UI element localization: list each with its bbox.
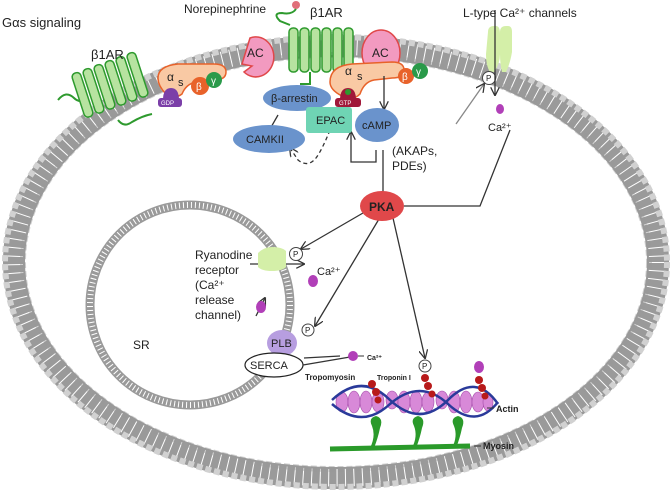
myosin-label: Myosin <box>483 441 514 451</box>
ca-ion-label-serca: Ca²⁺ <box>367 355 382 362</box>
camp-node <box>355 108 399 142</box>
ryr-label-line2: receptor <box>195 263 239 277</box>
beta-arrestin-label: β-arrestin <box>271 93 318 105</box>
ryr-label-line1: Ryanodine <box>195 248 253 262</box>
ca-ion-label-ryr: Ca²⁺ <box>317 266 341 278</box>
l-type-ca-channel <box>482 26 512 85</box>
g-protein-left <box>157 63 227 107</box>
camkii-label: CAMKII <box>246 134 284 146</box>
gbeta-right: β <box>402 72 408 83</box>
gbeta-left: β <box>196 82 202 93</box>
galpha-right-alpha: α <box>345 64 352 78</box>
beta1ar-left-label: β1AR <box>91 47 124 62</box>
ggamma-right: γ <box>416 67 421 78</box>
gtp-label: GTP <box>339 101 351 107</box>
g-protein-right <box>329 61 428 107</box>
troponin-phospho-label: P <box>422 362 427 371</box>
plb-phospho-label: P <box>305 326 310 335</box>
beta1ar-right-label: β1AR <box>310 5 343 20</box>
pka-label: PKA <box>369 200 395 214</box>
ac-right-label: AC <box>372 46 389 60</box>
sr-membrane <box>85 200 295 410</box>
galpha-left-alpha: α <box>167 70 174 84</box>
ac-left <box>241 36 275 78</box>
beta1ar-right-receptor <box>275 1 354 85</box>
norepinephrine-label: Norepinephrine <box>184 2 266 16</box>
ryr-label-line3: (Ca²⁺ <box>195 278 225 292</box>
camkii-node <box>233 125 305 153</box>
troponin-label: Troponin I <box>377 375 411 382</box>
galpha-left-s: s <box>178 77 184 89</box>
galpha-right-s: s <box>357 71 363 83</box>
calcium-ions <box>256 104 504 373</box>
ryr-label-line4: release <box>195 293 235 307</box>
epac-label: EPAC <box>316 115 345 127</box>
beta-arrestin-node <box>263 85 331 111</box>
plb-label: PLB <box>271 338 292 350</box>
pka-node <box>360 191 404 221</box>
beta1ar-left-receptor <box>57 51 153 126</box>
akaps-label-line2: PDEs) <box>392 159 427 173</box>
sarcomere <box>329 359 500 452</box>
akaps-label-line1: (AKAPs, <box>392 144 437 158</box>
camp-label: cAMP <box>362 120 391 132</box>
ac-left-label: AC <box>247 46 264 60</box>
ltype-channel-label: L-type Ca²⁺ channels <box>463 6 577 20</box>
ryr-phospho-label: P <box>293 250 298 259</box>
ltype-phospho-label: P <box>486 74 491 83</box>
tropomyosin-label: Tropomyosin <box>305 373 355 382</box>
ggamma-left: γ <box>211 76 216 87</box>
diagram-title: Gαs signaling <box>2 15 81 30</box>
ca-ion-label-ltype: Ca²⁺ <box>488 122 512 134</box>
serca-label: SERCA <box>250 360 289 372</box>
epac-node <box>306 107 352 133</box>
plb-serca <box>244 323 351 378</box>
ryr-label-line5: channel) <box>195 308 241 322</box>
actin-label: Actin <box>496 404 519 414</box>
ryanodine-receptor <box>258 247 303 271</box>
gdp-label: GDP <box>161 101 174 107</box>
sr-label: SR <box>133 338 150 352</box>
